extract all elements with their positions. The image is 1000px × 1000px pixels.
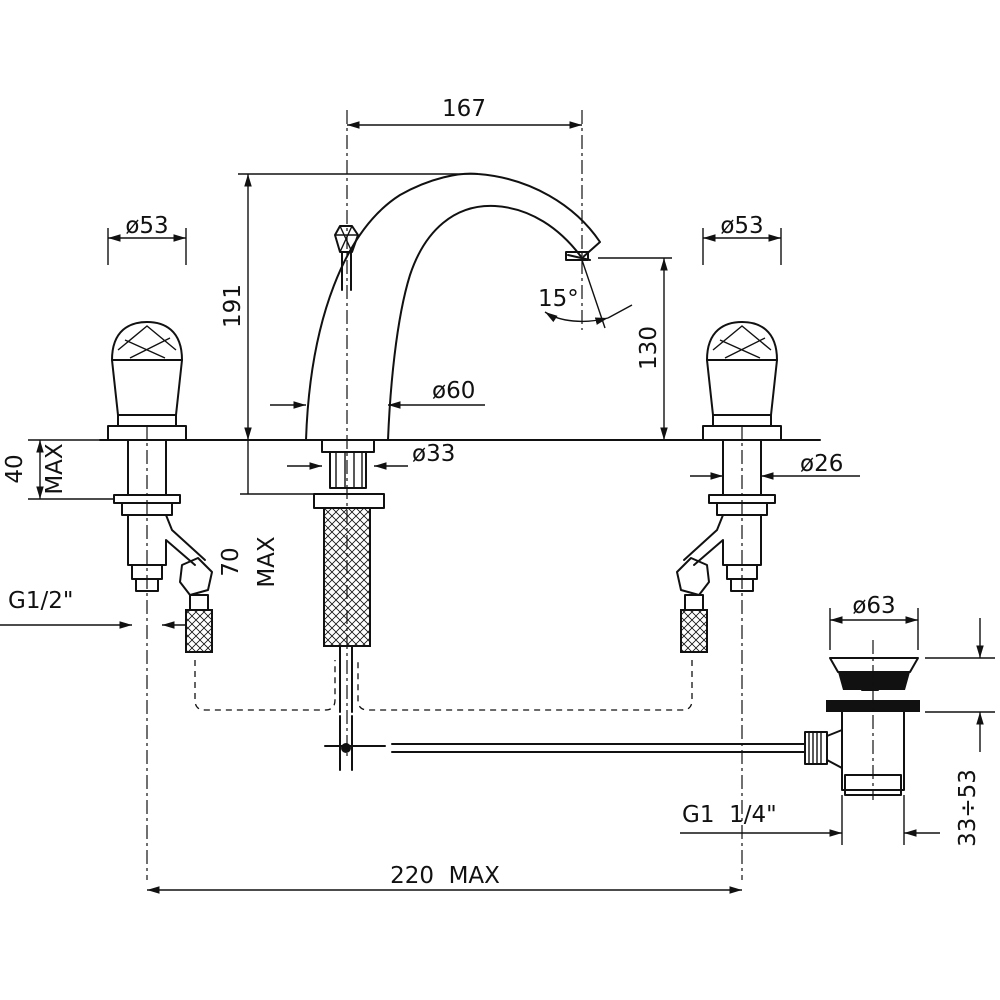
dim-shank-diameter: ø33: [412, 441, 455, 467]
dim-side-thread: G1/2": [8, 588, 73, 614]
spout: [305, 172, 601, 441]
center-shank: [313, 439, 385, 713]
dim-drain-range: 33÷53: [955, 769, 981, 847]
dim-drain-thread: G1 1/4": [682, 802, 777, 828]
dim-right-handle-diameter: ø53: [720, 213, 763, 239]
dim-spout-angle: 15°: [538, 286, 579, 312]
dim-deck-thickness: 40: [2, 454, 28, 483]
dim-below-deck: 70: [218, 547, 244, 576]
dim-total-width: 220 MAX: [390, 863, 500, 889]
drain-assembly: [804, 640, 920, 800]
right-hose: [357, 660, 693, 711]
popup-rod: [324, 715, 806, 771]
dim-base-diameter: ø60: [432, 378, 475, 404]
right-valve: [676, 439, 776, 653]
dim-left-handle-diameter: ø53: [125, 213, 168, 239]
dim-191: 191: [220, 284, 246, 328]
dim-below-deck-unit: MAX: [254, 536, 280, 588]
dim-drain-diameter: ø63: [852, 593, 895, 619]
dim-deck-thickness-unit: MAX: [42, 443, 68, 495]
left-hose: [194, 660, 336, 711]
left-valve: [113, 439, 213, 653]
left-handle: [107, 321, 187, 441]
dim-130: 130: [636, 326, 662, 370]
center-lines: [146, 110, 743, 880]
dim-side-shank-diameter: ø26: [800, 451, 843, 477]
popup-knob: [334, 225, 359, 291]
right-handle: [702, 321, 782, 441]
angle-arc: [544, 311, 609, 325]
dim-167: 167: [442, 96, 486, 122]
